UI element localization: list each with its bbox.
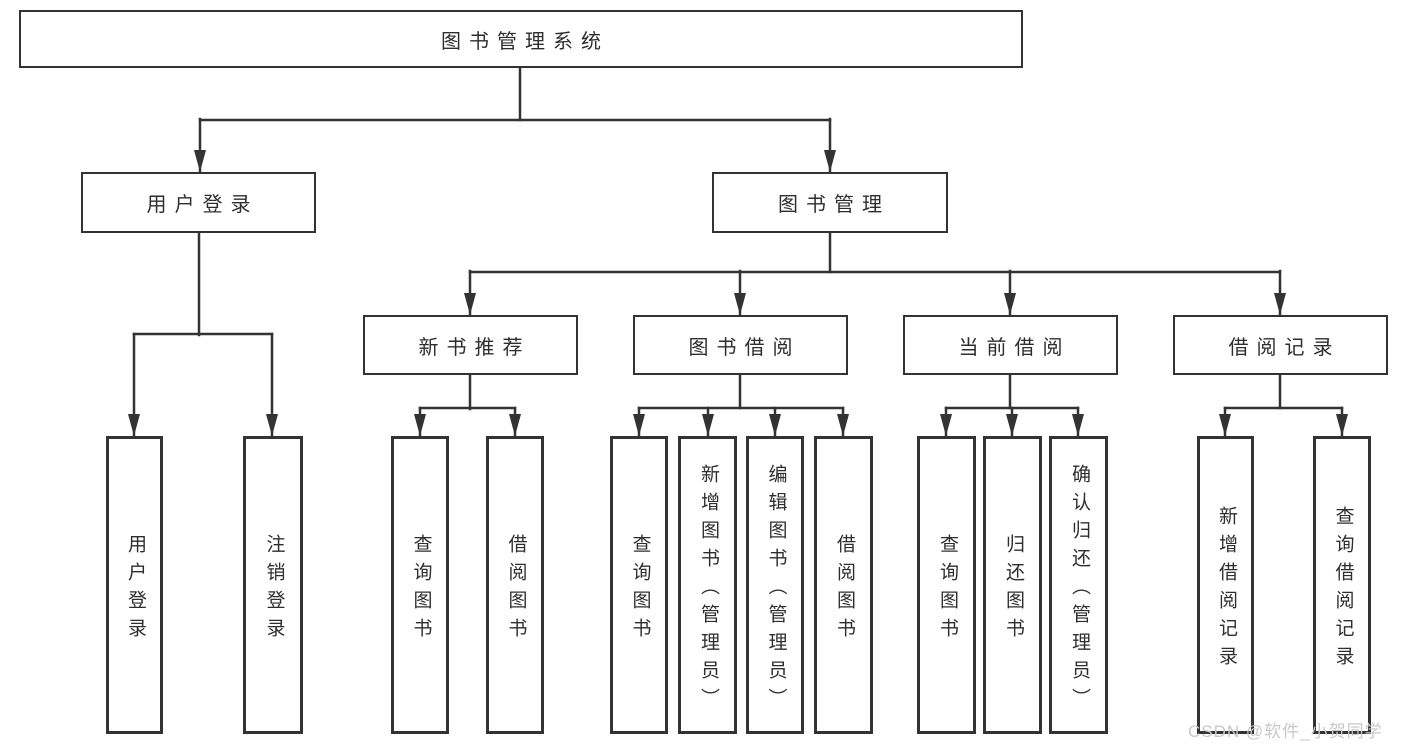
root-node-label: 图书管理系统 [441, 30, 609, 53]
node-book-management-label: 图书管理 [778, 194, 890, 216]
leaf-edit-book-admin-label: 编辑图书（管理员） [765, 463, 787, 716]
leaf-confirm-return-admin: 确认归还（管理员） [1049, 436, 1108, 734]
leaf-confirm-return-admin-label: 确认归还（管理员） [1068, 463, 1090, 716]
leaf-add-borrow-record-label: 新增借阅记录 [1215, 505, 1237, 674]
leaf-query-borrow-record-label: 查询借阅记录 [1332, 505, 1354, 674]
leaf-borrow-book: 借阅图书 [814, 436, 873, 734]
leaf-recommend-query-book: 查询图书 [391, 436, 449, 734]
leaf-add-book-admin-label: 新增图书（管理员） [697, 463, 719, 716]
leaf-borrow-query-book: 查询图书 [610, 436, 668, 734]
node-borrow-records-label: 借阅记录 [1228, 336, 1341, 359]
leaf-current-query-book: 查询图书 [917, 436, 976, 734]
node-borrow-records: 借阅记录 [1173, 315, 1388, 375]
leaf-recommend-borrow-book: 借阅图书 [486, 436, 544, 734]
node-new-book-recommend: 新书推荐 [363, 315, 578, 375]
leaf-return-book-label: 归还图书 [1002, 533, 1024, 646]
node-book-borrow: 图书借阅 [633, 315, 848, 375]
leaf-add-borrow-record: 新增借阅记录 [1197, 436, 1254, 734]
node-user-login: 用户登录 [81, 172, 316, 233]
node-book-borrow-label: 图书借阅 [688, 336, 801, 359]
leaf-user-login: 用户登录 [106, 436, 163, 734]
leaf-borrow-query-book-label: 查询图书 [629, 533, 651, 646]
node-new-book-recommend-label: 新书推荐 [418, 336, 531, 359]
watermark: CSDN @软件_小贺同学 [1188, 722, 1383, 741]
leaf-current-query-book-label: 查询图书 [936, 533, 958, 646]
node-current-borrow: 当前借阅 [903, 315, 1118, 375]
leaf-recommend-borrow-book-label: 借阅图书 [505, 533, 527, 646]
leaf-logout-label: 注销登录 [263, 533, 285, 646]
leaf-recommend-query-book-label: 查询图书 [410, 533, 432, 646]
leaf-query-borrow-record: 查询借阅记录 [1313, 436, 1371, 734]
node-current-borrow-label: 当前借阅 [958, 336, 1071, 359]
leaf-add-book-admin: 新增图书（管理员） [678, 436, 737, 734]
leaf-user-login-label: 用户登录 [124, 533, 146, 646]
leaf-edit-book-admin: 编辑图书（管理员） [746, 436, 804, 734]
leaf-logout: 注销登录 [243, 436, 303, 734]
root-node: 图书管理系统 [19, 10, 1023, 68]
leaf-return-book: 归还图书 [983, 436, 1042, 734]
node-book-management: 图书管理 [712, 172, 948, 233]
node-user-login-label: 用户登录 [146, 194, 259, 216]
leaf-borrow-book-label: 借阅图书 [833, 533, 855, 646]
